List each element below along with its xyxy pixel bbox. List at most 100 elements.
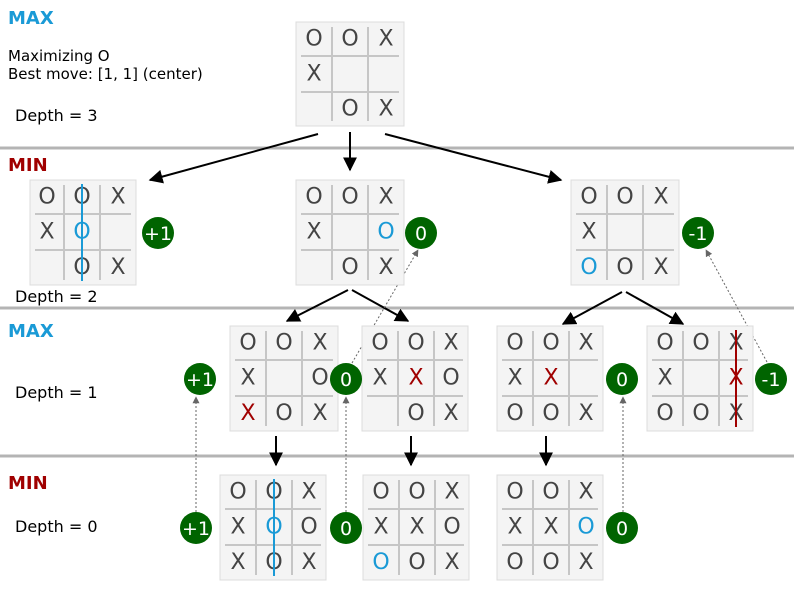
x-mark: X <box>543 515 558 540</box>
o-mark: O <box>275 331 292 356</box>
o-mark: O <box>616 185 633 210</box>
x-mark: X <box>578 550 593 575</box>
o-mark: O <box>372 550 389 575</box>
board-background <box>361 325 469 432</box>
o-mark: O <box>229 480 246 505</box>
o-mark: O <box>300 515 317 540</box>
depth-label: Depth = 0 <box>15 517 98 536</box>
backprop-arrow <box>705 249 768 363</box>
score-value: +1 <box>144 223 172 245</box>
o-mark: O <box>542 331 559 356</box>
o-mark: O <box>239 331 256 356</box>
x-mark: X <box>657 366 672 391</box>
board-background <box>295 179 405 286</box>
score-badge <box>330 363 362 395</box>
o-mark: O <box>341 97 358 122</box>
score-badge <box>142 217 174 249</box>
edge <box>561 291 623 325</box>
o-mark: O <box>377 220 394 245</box>
x-mark: X <box>444 550 459 575</box>
score-badge <box>330 512 362 544</box>
o-mark: O <box>580 185 597 210</box>
o-mark: O <box>341 255 358 280</box>
board-background <box>362 474 470 581</box>
best-move-info: Best move: [1, 1] (center) <box>8 65 203 83</box>
score-badge <box>606 512 638 544</box>
o-mark: O <box>275 401 292 426</box>
o-mark: O <box>692 331 709 356</box>
o-mark: O <box>580 255 597 280</box>
x-mark: X <box>507 366 522 391</box>
x-mark: X <box>578 331 593 356</box>
x-mark: X <box>312 331 327 356</box>
x-mark: X <box>378 185 393 210</box>
tree-edges <box>148 132 685 467</box>
x-mark: X <box>543 366 558 391</box>
o-mark: O <box>408 480 425 505</box>
o-mark: O <box>442 366 459 391</box>
edge <box>384 133 563 184</box>
o-mark: O <box>341 185 358 210</box>
x-mark: X <box>240 401 255 426</box>
edge <box>625 291 685 325</box>
score-value: +1 <box>186 369 214 391</box>
o-mark: O <box>656 401 673 426</box>
x-mark: X <box>240 366 255 391</box>
o-mark: O <box>372 480 389 505</box>
o-mark: O <box>656 331 673 356</box>
o-mark: O <box>506 550 523 575</box>
x-mark: X <box>653 185 668 210</box>
o-mark: O <box>692 401 709 426</box>
o-mark: O <box>305 27 322 52</box>
o-mark: O <box>542 550 559 575</box>
score-value: -1 <box>762 369 781 391</box>
board-background <box>229 325 339 432</box>
o-mark: O <box>577 515 594 540</box>
x-mark: X <box>306 220 321 245</box>
x-mark: X <box>444 480 459 505</box>
x-mark: X <box>230 550 245 575</box>
x-mark: X <box>301 480 316 505</box>
o-mark: O <box>506 401 523 426</box>
player-info: Maximizing O <box>8 47 110 65</box>
edge <box>148 133 319 184</box>
x-mark: X <box>581 220 596 245</box>
score-badge <box>682 217 714 249</box>
x-mark: X <box>378 255 393 280</box>
o-mark: O <box>616 255 633 280</box>
x-mark: X <box>230 515 245 540</box>
x-mark: X <box>39 220 54 245</box>
o-mark: O <box>305 185 322 210</box>
o-mark: O <box>341 27 358 52</box>
x-mark: X <box>443 401 458 426</box>
score-badge <box>180 512 212 544</box>
o-mark: O <box>311 366 328 391</box>
o-mark: O <box>407 331 424 356</box>
score-value: 0 <box>340 518 352 540</box>
x-mark: X <box>110 255 125 280</box>
o-mark: O <box>506 331 523 356</box>
x-mark: X <box>409 515 424 540</box>
board-background <box>295 21 405 127</box>
o-mark: O <box>371 331 388 356</box>
x-mark: X <box>578 401 593 426</box>
x-mark: X <box>408 366 423 391</box>
edge <box>285 289 349 322</box>
x-mark: X <box>378 27 393 52</box>
o-mark: O <box>443 515 460 540</box>
level-label-min: MIN <box>8 473 48 494</box>
level-label-max: MAX <box>8 321 54 342</box>
x-mark: X <box>653 255 668 280</box>
x-mark: X <box>372 366 387 391</box>
o-mark: O <box>38 185 55 210</box>
score-value: 0 <box>415 223 427 245</box>
